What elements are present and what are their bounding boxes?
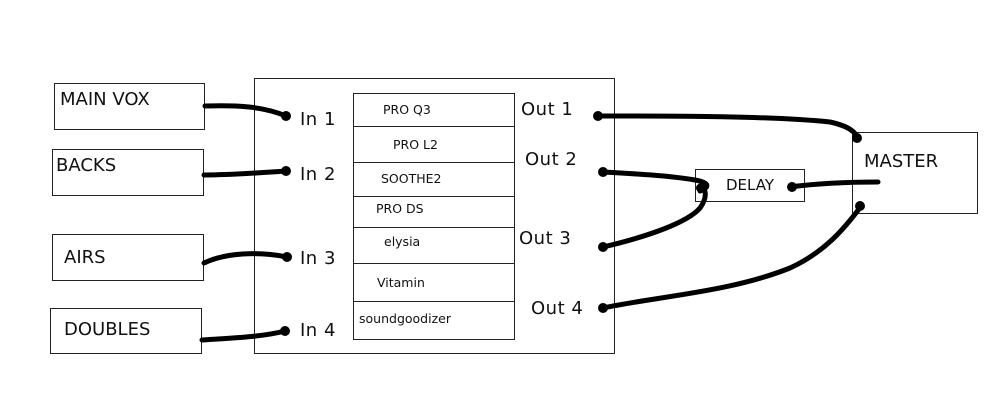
plugin-pro-q3: PRO Q3 [383, 102, 431, 117]
source-label-backs: BACKS [56, 155, 117, 176]
plugin-divider [354, 263, 514, 264]
output-port-2: Out 2 [525, 149, 578, 170]
source-label-doubles: DOUBLES [64, 319, 151, 340]
wire-backs-to-in2 [201, 168, 289, 178]
wire-out2-to-delay [600, 169, 710, 194]
source-box-backs [52, 149, 204, 196]
input-port-1: In 1 [300, 109, 336, 130]
master-box [852, 132, 978, 214]
jack-in4 [280, 326, 290, 336]
output-port-4: Out 4 [531, 298, 584, 319]
jack-out3 [598, 242, 608, 252]
plugin-chain-box [353, 93, 515, 340]
wire-out1-to-master [595, 113, 860, 141]
input-port-3: In 3 [300, 248, 336, 269]
output-port-3: Out 3 [519, 228, 572, 249]
input-port-2: In 2 [300, 164, 336, 185]
wire-airs-to-in3 [201, 251, 290, 266]
jack-in1 [281, 111, 291, 121]
master-label: MASTER [864, 151, 939, 172]
plugin-divider [354, 301, 514, 302]
jack-out2 [598, 167, 608, 177]
plugin-pro-l2: PRO L2 [393, 137, 438, 152]
source-label-airs: AIRS [64, 247, 106, 268]
source-box-main-vox [54, 83, 205, 130]
wire-main-vox-to-in1 [202, 103, 289, 119]
plugin-divider [354, 162, 514, 163]
plugin-elysia: elysia [384, 234, 421, 249]
wire-doubles-to-in4 [199, 328, 288, 343]
wire-out4-to-master [600, 202, 865, 311]
jack-out4 [598, 303, 608, 313]
jack-master-2 [855, 201, 865, 211]
source-box-doubles [50, 308, 202, 354]
jack-in3 [282, 252, 292, 262]
plugin-divider [354, 126, 514, 127]
jack-in2 [281, 166, 291, 176]
source-box-airs [52, 234, 204, 281]
wire-out3-to-delay [600, 183, 708, 250]
jack-delay-out [787, 182, 797, 192]
wire-delay-to-master [787, 179, 881, 190]
jack-out1 [593, 111, 603, 121]
jack-delay-in [696, 184, 704, 192]
plugin-vitamin: Vitamin [377, 275, 425, 290]
plugin-pro-ds: PRO DS [376, 201, 424, 216]
jack-master-1 [852, 133, 862, 143]
delay-label: DELAY [726, 176, 774, 194]
output-port-1: Out 1 [521, 99, 574, 120]
delay-box [695, 169, 805, 202]
plugin-divider [354, 196, 514, 197]
plugin-divider [354, 227, 514, 228]
input-port-4: In 4 [300, 320, 336, 341]
plugin-soundgoodizer: soundgoodizer [359, 311, 451, 326]
source-label-main-vox: MAIN VOX [60, 89, 150, 110]
plugin-soothe2: SOOTHE2 [381, 171, 442, 186]
